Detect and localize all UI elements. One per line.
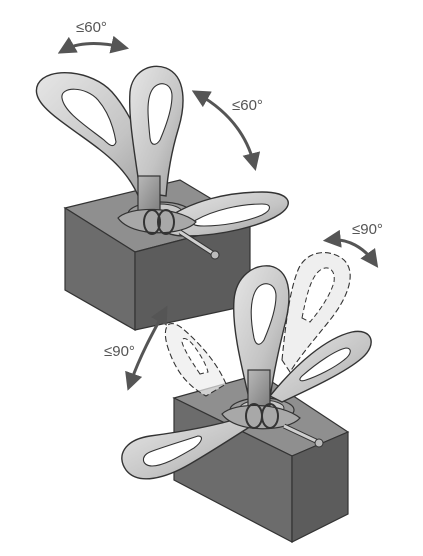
top-tilt-label: ≤60° [232,97,263,114]
bottom-tilt-label: ≤90° [104,343,135,360]
top-block [63,179,252,332]
bottom-block-side-face [291,431,349,543]
top-swing-label: ≤60° [76,19,107,36]
bottom-assembly: ≤90° ≤90° [104,221,383,543]
bottom-pin-end [314,438,324,448]
top-swing-arrow [57,35,130,54]
top-assembly: ≤60° ≤60° [35,19,289,332]
bottom-shank [247,369,271,407]
bottom-swing-arrow [322,229,379,268]
bottom-tilt-arrow [125,305,168,391]
top-tilt-arrow [191,90,261,171]
top-shank [137,175,161,213]
bottom-swing-label: ≤90° [352,221,383,238]
top-pin-end [210,250,220,260]
